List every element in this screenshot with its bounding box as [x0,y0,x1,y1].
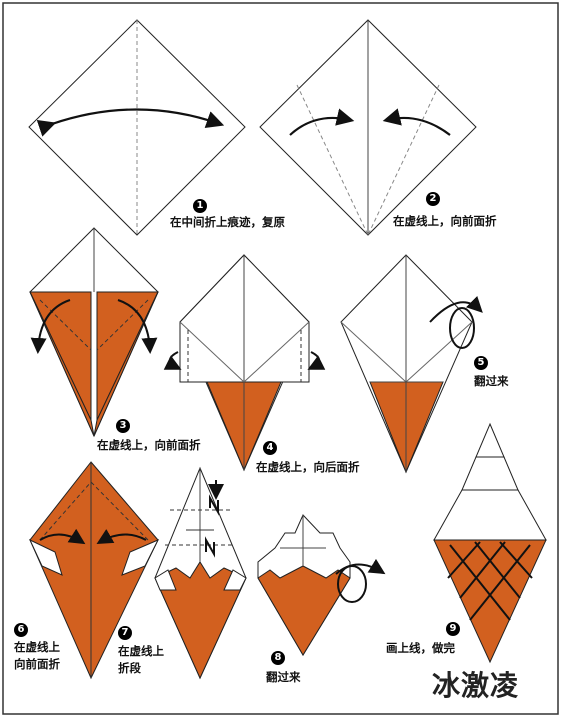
step-7-caption-line1: 在虚线上 [118,644,164,658]
step-2-caption: 在虚线上，向前面折 [393,214,497,228]
step-6-caption-line1: 在虚线上 [14,640,60,654]
step-4-caption: 在虚线上，向后面折 [256,460,360,474]
step-8-caption: 翻过来 [266,670,301,684]
page-title: 冰激凌 [432,669,520,702]
step-4-figure [163,254,326,472]
step-6-figure [28,461,160,680]
fold-arrow-left [289,108,355,136]
step-5-number: 5 [474,356,488,370]
step-2-figure [259,19,477,236]
step-8-number: 8 [271,651,285,665]
step-3-caption: 在虚线上，向前面折 [97,438,201,452]
fold-arrow [36,108,225,137]
step-9-figure [433,422,547,664]
step-7-caption-line2: 折段 [118,661,141,675]
step-1-figure [28,19,246,236]
step-6-caption-line2: 向前面折 [14,657,60,671]
step-2-number: 2 [426,192,440,206]
step-6-number: 6 [14,623,28,637]
step-7-figure [154,466,247,680]
step-8-figure [257,514,386,656]
step-1-caption: 在中间折上痕迹，复原 [170,215,285,229]
step-5-figure [340,254,483,474]
step-5-caption: 翻过来 [474,374,509,388]
step-7-number: 7 [118,626,132,640]
waffle-lines [447,541,533,621]
fold-arrow-right [382,108,451,136]
step-9-caption: 画上线，做完 [386,641,455,655]
step-1-number: 1 [193,199,207,213]
step-3-number: 3 [116,419,130,433]
step-9-number: 9 [446,622,460,636]
step-4-number: 4 [263,441,277,455]
step-3-figure [29,227,159,438]
